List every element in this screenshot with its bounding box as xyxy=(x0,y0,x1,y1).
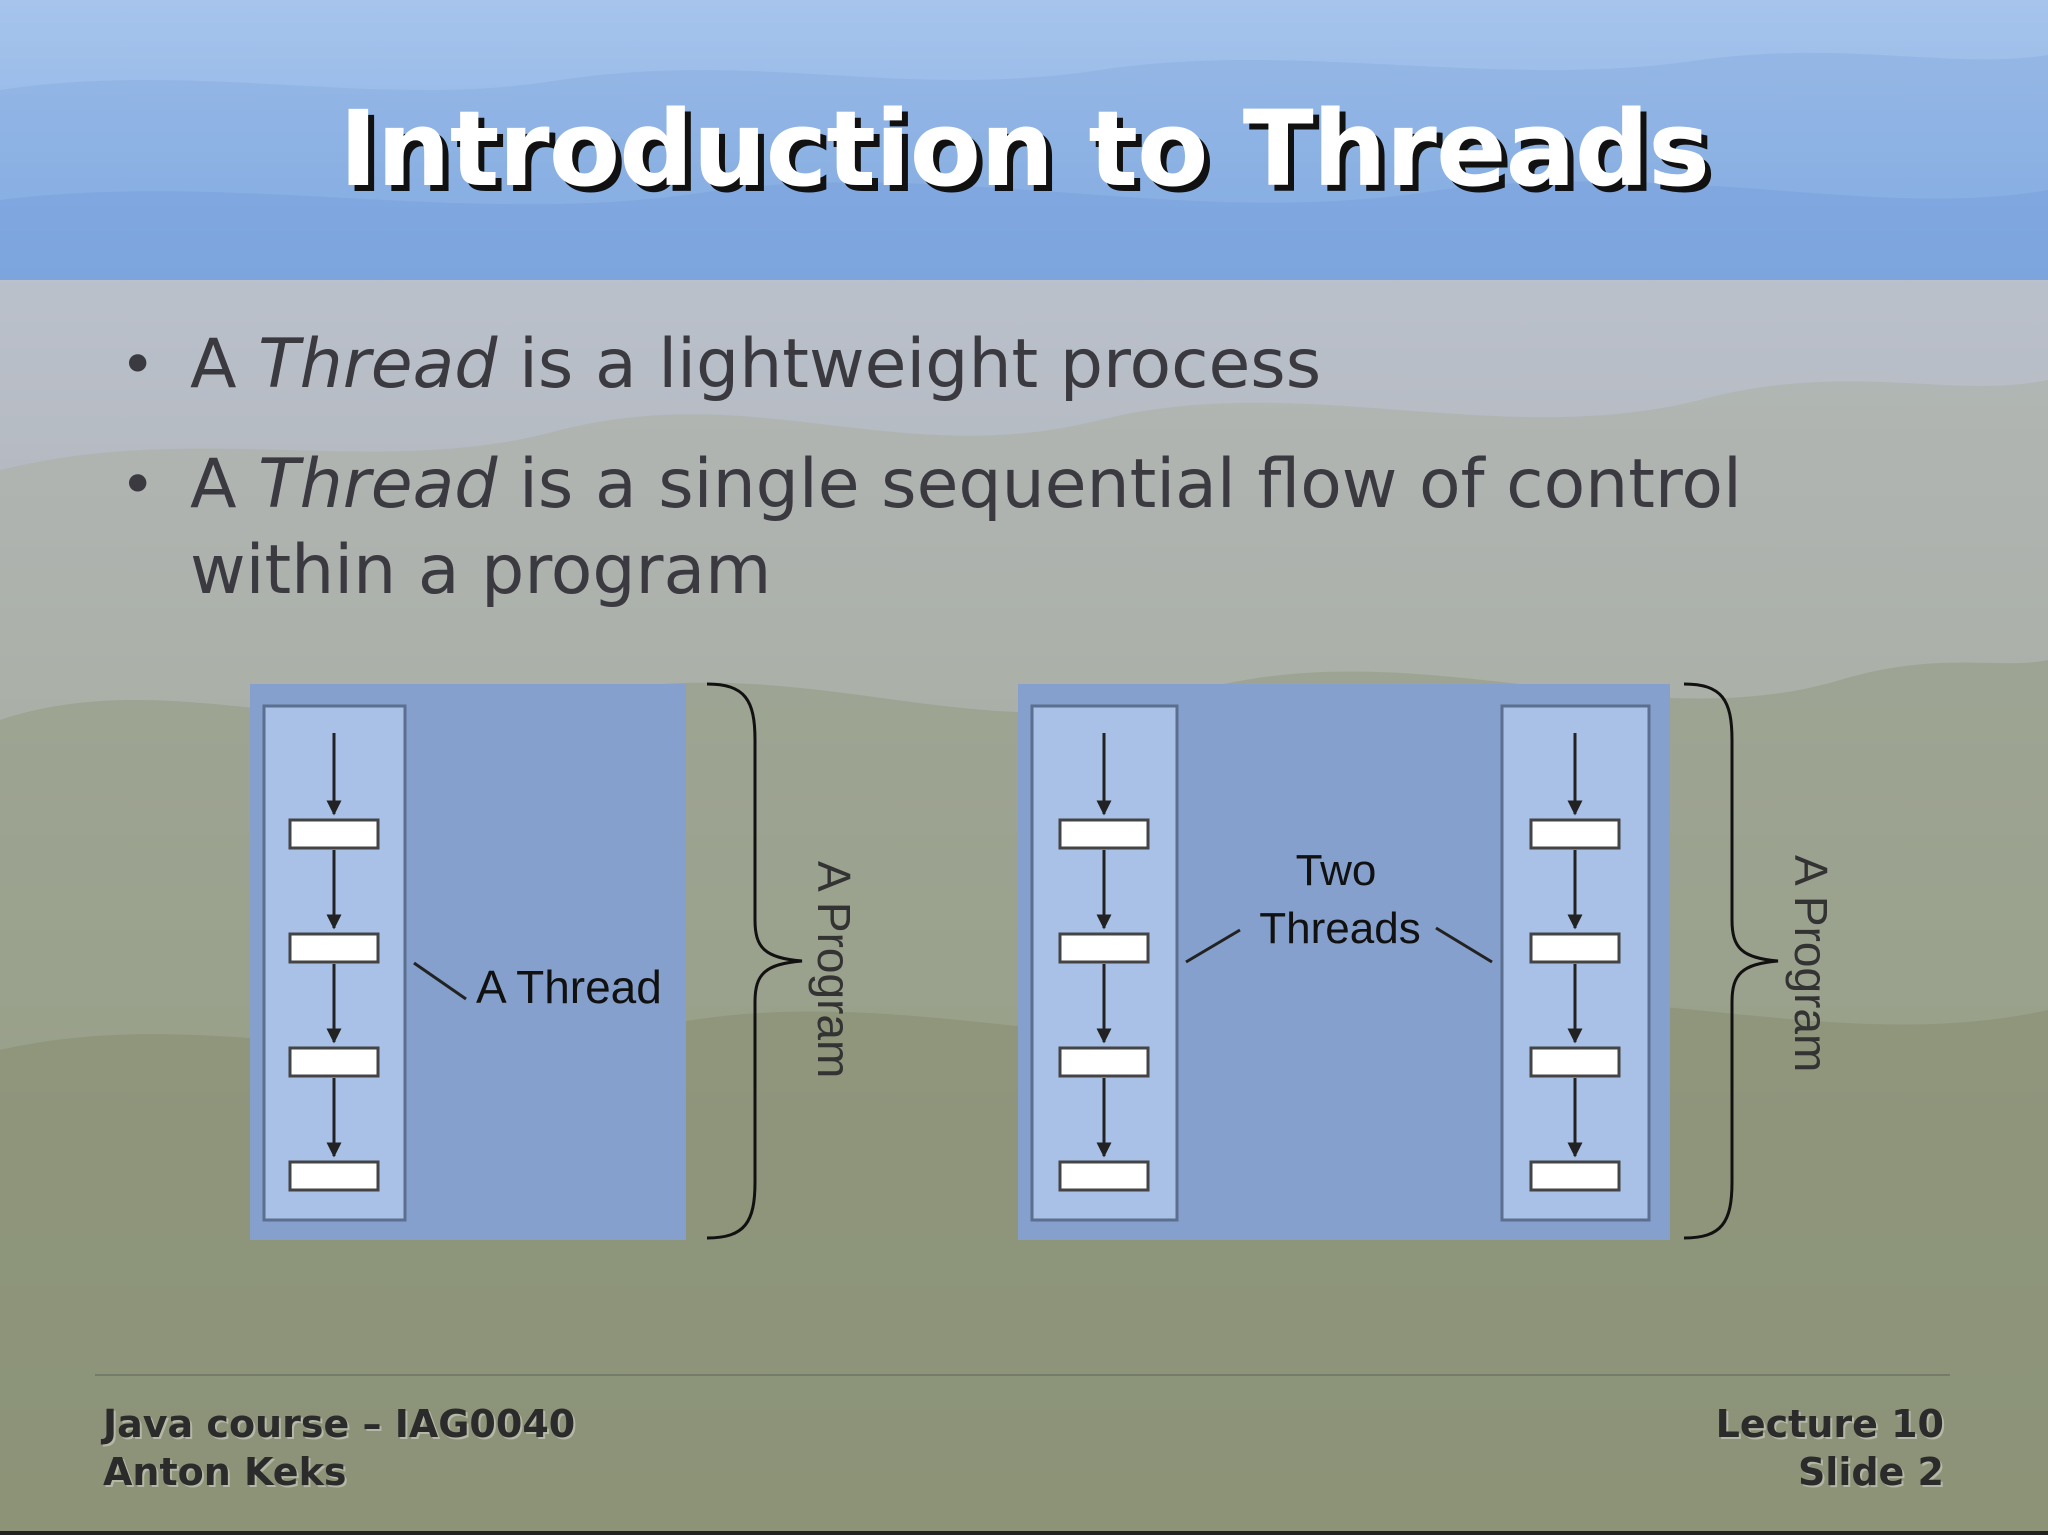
bullet-text-suffix: is a single sequential flow of control xyxy=(497,445,1742,524)
instruction-box xyxy=(288,932,380,964)
instruction-box xyxy=(288,1160,380,1192)
bullet-dot-icon: • xyxy=(120,450,156,520)
footer-course: Java course – IAG0040 xyxy=(103,1402,576,1446)
slide-title: Introduction to Threads xyxy=(338,88,1710,210)
bullet-text-line2: within a program xyxy=(190,531,772,610)
instruction-box xyxy=(1058,932,1150,964)
footer-left: Java course – IAG0040 Anton Keks xyxy=(103,1400,575,1496)
instruction-box xyxy=(288,818,380,850)
bullet-item: • A Thread is a single sequential flow o… xyxy=(120,442,1920,614)
bullet-text-prefix: A xyxy=(190,325,259,404)
footer-slide-number: Slide 2 xyxy=(1797,1450,1944,1494)
bottom-edge-bar xyxy=(0,1531,2048,1535)
callout-a-thread: A Thread xyxy=(476,961,662,1013)
instruction-box xyxy=(1058,1160,1150,1192)
program-brace xyxy=(706,682,803,1240)
footer-divider xyxy=(95,1374,1950,1376)
bullet-text-prefix: A xyxy=(190,445,259,524)
callout-leader xyxy=(413,961,467,1001)
callout-leader xyxy=(1185,928,1241,964)
single-thread-program: A Thread A Program xyxy=(250,682,860,1240)
thread-column xyxy=(262,704,407,1222)
thread-column xyxy=(1030,704,1179,1222)
bullet-text-emphasis: Thread xyxy=(258,325,498,404)
instruction-box xyxy=(1529,1046,1621,1078)
footer-right: Lecture 10 Slide 2 xyxy=(1716,1400,1944,1496)
instruction-box xyxy=(1058,1046,1150,1078)
bullet-dot-icon: • xyxy=(120,330,156,400)
brace-label-a-program: A Program xyxy=(808,861,860,1078)
instruction-box xyxy=(288,1046,380,1078)
thread-column xyxy=(1500,704,1651,1222)
two-thread-program: Two Threads A Program xyxy=(1018,682,1837,1240)
bullet-item: • A Thread is a lightweight process xyxy=(120,322,1920,408)
bullet-text-emphasis: Thread xyxy=(258,445,498,524)
footer-lecture: Lecture 10 xyxy=(1715,1402,1944,1446)
program-brace xyxy=(1683,682,1779,1240)
instruction-box xyxy=(1058,818,1150,850)
footer-author: Anton Keks xyxy=(103,1450,347,1494)
bullet-text-suffix: is a lightweight process xyxy=(497,325,1322,404)
callout-two: Two xyxy=(1296,846,1377,895)
instruction-box xyxy=(1529,932,1621,964)
instruction-box xyxy=(1529,818,1621,850)
bullet-list: • A Thread is a lightweight process • A … xyxy=(120,322,1920,648)
instruction-box xyxy=(1529,1160,1621,1192)
callout-leader xyxy=(1435,926,1493,964)
brace-label-a-program: A Program xyxy=(1785,855,1837,1072)
callout-threads: Threads xyxy=(1259,904,1420,953)
